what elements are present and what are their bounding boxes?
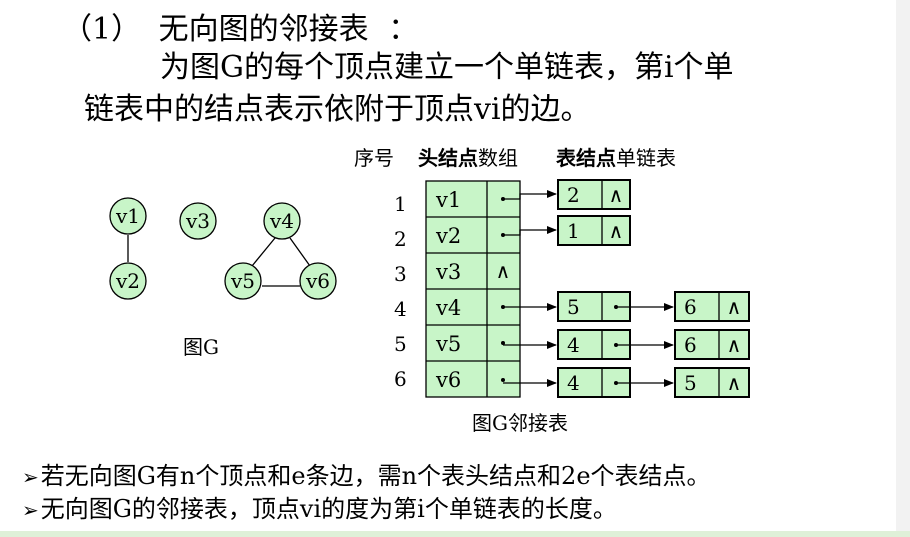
row-index-4: 4 (394, 297, 407, 321)
graph-vertices (109, 197, 337, 300)
vertex-label-v2: v2 (115, 269, 140, 293)
head-vertex-v1: v1 (435, 188, 461, 212)
dot-head-5 (501, 341, 505, 345)
null-4: ∧ (727, 295, 742, 319)
heading-prefix: （1） (62, 12, 142, 47)
head-null-v3: ∧ (496, 259, 511, 283)
header-index: 序号 (354, 146, 394, 170)
null-5: ∧ (727, 333, 742, 357)
head-vertex-v3: v3 (435, 260, 461, 284)
null-1: ∧ (609, 183, 624, 207)
header-head-bold: 头结点 (418, 146, 478, 170)
row-index-3: 3 (394, 262, 407, 286)
list-value-1-1: 2 (567, 183, 580, 207)
header-table-rest: 单链表 (616, 146, 676, 170)
header-head-array: 头结点数组 (418, 146, 518, 170)
vertex-label-v3: v3 (185, 209, 210, 233)
header-head-rest: 数组 (478, 146, 518, 170)
null-2: ∧ (609, 219, 624, 243)
bullet-arrow-icon: ➢ (22, 465, 39, 489)
list-value-6-2: 5 (684, 371, 697, 395)
bullet-text-1: 若无向图G有n个顶点和e条边，需n个表头结点和2e个表结点。 (40, 462, 711, 490)
pointer-arrows (503, 190, 674, 387)
list-node-1-1 (557, 179, 631, 210)
head-vertex-v6: v6 (435, 368, 461, 392)
vertex-v2 (109, 262, 147, 300)
graph-edges (127, 235, 311, 287)
arrow-head-2 (503, 226, 557, 236)
vertex-v4 (263, 202, 301, 240)
vertex-v1 (109, 197, 147, 235)
header-table-list: 表结点单链表 (556, 146, 676, 170)
arrow-head-1 (503, 190, 557, 200)
adjacency-caption: 图G邻接表 (472, 411, 568, 435)
head-vertex-v2: v2 (435, 224, 461, 248)
vertex-v3 (179, 202, 217, 240)
dot-head-6 (501, 378, 505, 382)
vertex-v5 (224, 262, 262, 300)
bullet-item-2: ➢无向图G的邻接表，顶点vi的度为第i个单链表的长度。 (22, 489, 617, 524)
bullet-text-2: 无向图G的邻接表，顶点vi的度为第i个单链表的长度。 (40, 495, 617, 523)
list-node-dividers (601, 180, 720, 397)
heading-colon: ： (388, 12, 419, 47)
list-nodes (557, 179, 750, 398)
heading-term: 无向图的邻接表 (158, 12, 369, 47)
row-index-1: 1 (394, 192, 407, 216)
vertex-v6 (299, 262, 337, 300)
list-value-4-2: 6 (684, 295, 697, 319)
bullet-arrow-icon: ➢ (22, 498, 39, 522)
header-table-bold: 表结点 (556, 146, 616, 170)
description-line-2: 链表中的结点表示依附于顶点vi的边。 (84, 92, 591, 127)
vertex-label-v1: v1 (115, 204, 140, 228)
slide-edge-bar (896, 0, 910, 537)
list-value-6-1: 4 (567, 371, 580, 395)
list-value-5-1: 4 (567, 333, 580, 357)
row-index-6: 6 (394, 367, 407, 391)
list-node-6-2 (674, 367, 750, 398)
list-node-4-2 (674, 291, 750, 322)
pointer-dots (501, 197, 618, 385)
head-vertex-v5: v5 (435, 332, 461, 356)
list-value-2-1: 1 (567, 219, 580, 243)
description-line-1: 为图G的每个顶点建立一个单链表，第i个单 (160, 50, 734, 85)
head-node-array (425, 180, 521, 398)
list-value-4-1: 5 (567, 295, 580, 319)
row-index-2: 2 (394, 227, 407, 251)
bullet-item-1: ➢若无向图G有n个顶点和e条边，需n个表头结点和2e个表结点。 (22, 456, 711, 491)
section-heading: （1） 无向图的邻接表 ： (62, 4, 418, 48)
vertex-label-v6: v6 (305, 269, 330, 293)
list-value-5-2: 6 (684, 333, 697, 357)
list-node-4-1 (557, 291, 631, 322)
list-node-5-2 (674, 329, 750, 360)
row-index-5: 5 (394, 332, 407, 356)
graph-caption: 图G (183, 335, 219, 359)
head-vertex-v4: v4 (435, 296, 461, 320)
edge-v4-v6 (289, 237, 311, 267)
slide-bottom-strip (0, 531, 910, 537)
vertex-label-v5: v5 (230, 269, 255, 293)
vertex-label-v4: v4 (269, 209, 294, 233)
null-6: ∧ (727, 371, 742, 395)
list-node-2-1 (557, 215, 631, 246)
edge-v4-v5 (251, 237, 276, 267)
